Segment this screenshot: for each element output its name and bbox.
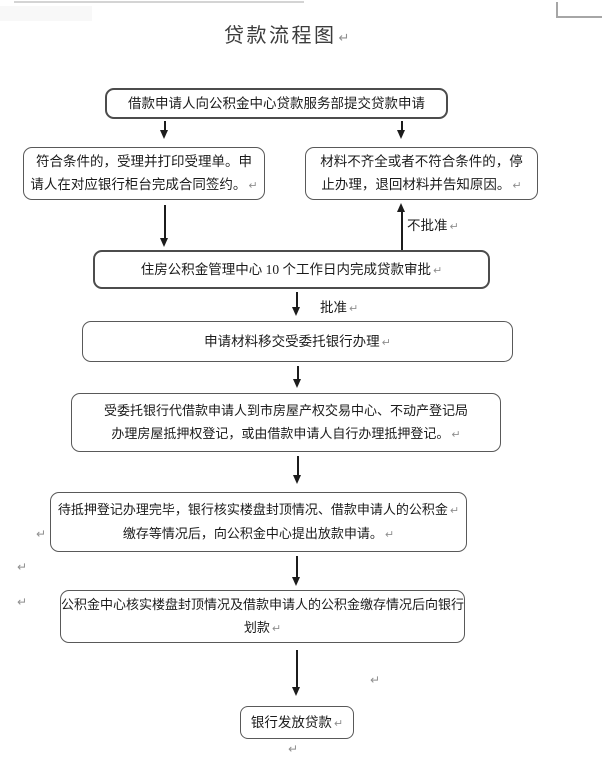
node-text-line: 符合条件的，受理并打印受理单。申 [36, 150, 252, 173]
node-text-line: 待抵押登记办理完毕，银行核实楼盘封顶情况、借款申请人的公积金↵ [58, 498, 459, 522]
edge-label-approved: 批准↵ [320, 296, 358, 316]
arrow-line [296, 556, 298, 579]
flow-node-rejected: 材料不齐全或者不符合条件的，停 止办理，退回材料并告知原因。↵ [305, 147, 538, 200]
node-text-line: 借款申请人向公积金中心贷款服务部提交贷款申请 [128, 92, 425, 115]
node-text: 银行发放贷款 [250, 714, 332, 730]
node-text-line: 申请材料移交受委托银行办理↵ [204, 330, 391, 354]
flow-node-center-verification: 公积金中心核实楼盘封顶情况及借款申请人的公积金缴存情况后向银行 划款↵ [60, 590, 465, 643]
arrow-head [292, 687, 300, 696]
node-text-line: 请人在对应银行柜台完成合同签约。↵ [30, 173, 257, 197]
paragraph-mark: ↵ [338, 31, 352, 46]
page-corner-crop-mark [556, 2, 558, 17]
node-text-line: 住房公积金管理中心 10 个工作日内完成贷款审批↵ [141, 258, 442, 282]
paragraph-mark: ↵ [449, 220, 459, 233]
node-text: 公积金中心核实楼盘封顶情况及借款申请人的公积金缴存情况后向银行 [61, 597, 465, 612]
arrow-head [397, 130, 405, 139]
arrow-line [297, 366, 299, 381]
node-text: 申请材料移交受委托银行办理 [204, 333, 380, 349]
node-text-line: 材料不齐全或者不符合条件的，停 [320, 150, 523, 173]
arrow-head [160, 130, 168, 139]
node-text-line: 划款↵ [244, 616, 281, 640]
edge-label-text: 不批准 [407, 218, 448, 233]
scan-smudge-artifact [0, 6, 92, 21]
arrow-line [401, 121, 403, 133]
arrow-head [397, 203, 405, 212]
node-text-line: 止办理，退回材料并告知原因。↵ [321, 173, 521, 197]
arrow-head [293, 379, 301, 388]
arrow-line [296, 292, 298, 309]
arrow-line [296, 650, 298, 689]
flow-node-accepted: 符合条件的，受理并打印受理单。申 请人在对应银行柜台完成合同签约。↵ [23, 147, 265, 200]
paragraph-mark: ↵ [370, 673, 381, 687]
arrow-line [401, 211, 403, 250]
edge-label-text: 批准 [320, 300, 347, 315]
flow-node-bank-verification: 待抵押登记办理完毕，银行核实楼盘封顶情况、借款申请人的公积金↵ 缴存等情况后，向… [50, 492, 467, 552]
paragraph-mark: ↵ [433, 263, 443, 277]
arrow-line [164, 121, 166, 133]
arrow-line [164, 205, 166, 240]
flow-node-submit-application: 借款申请人向公积金中心贷款服务部提交贷款申请 [105, 88, 448, 119]
node-text-line: 办理房屋抵押权登记，或由借款申请人自行办理抵押登记。↵ [111, 422, 460, 446]
arrow-head [292, 307, 300, 316]
node-text: 请人在对应银行柜台完成合同签约。 [30, 177, 247, 192]
arrow-head [292, 577, 300, 586]
page-corner-crop-mark [556, 16, 602, 18]
node-text: 符合条件的，受理并打印受理单。申 [36, 154, 252, 169]
paragraph-mark: ↵ [384, 528, 395, 541]
paragraph-mark: ↵ [17, 560, 28, 574]
edge-label-not-approved: 不批准↵ [407, 214, 459, 234]
node-text-line: 缴存等情况后，向公积金中心提出放款申请。↵ [123, 522, 394, 546]
flow-node-transfer-to-bank: 申请材料移交受委托银行办理↵ [82, 321, 513, 362]
paragraph-mark: ↵ [349, 302, 359, 315]
paragraph-mark: ↵ [288, 742, 299, 756]
node-text: 划款 [243, 620, 270, 635]
node-text-line: 银行发放贷款↵ [251, 711, 343, 735]
document-title: 贷款流程图↵ [224, 19, 352, 48]
paragraph-mark: ↵ [512, 179, 522, 192]
paragraph-mark: ↵ [271, 622, 282, 635]
paragraph-mark: ↵ [248, 179, 258, 192]
node-text-line: 受委托银行代借款申请人到市房屋产权交易中心、不动产登记局 [104, 399, 468, 422]
flow-node-loan-disbursement: 银行发放贷款↵ [240, 706, 354, 739]
paragraph-mark: ↵ [451, 428, 461, 441]
arrow-line [297, 456, 299, 477]
node-text: 缴存等情况后，向公积金中心提出放款申请。 [122, 526, 383, 541]
paragraph-mark: ↵ [17, 595, 28, 609]
node-text: 材料不齐全或者不符合条件的，停 [320, 154, 523, 169]
document-title-text: 贷款流程图 [224, 25, 337, 47]
node-text: 办理房屋抵押权登记，或由借款申请人自行办理抵押登记。 [111, 426, 450, 441]
paragraph-mark: ↵ [449, 504, 460, 517]
node-text: 止办理，退回材料并告知原因。 [321, 177, 511, 192]
node-text: 待抵押登记办理完毕，银行核实楼盘封顶情况、借款申请人的公积金 [57, 502, 448, 517]
flow-node-loan-review: 住房公积金管理中心 10 个工作日内完成贷款审批↵ [93, 250, 490, 289]
flow-node-mortgage-registration: 受委托银行代借款申请人到市房屋产权交易中心、不动产登记局 办理房屋抵押权登记，或… [71, 393, 501, 452]
scan-line-artifact [14, 1, 304, 3]
node-text-line: 公积金中心核实楼盘封顶情况及借款申请人的公积金缴存情况后向银行 [61, 593, 464, 616]
arrow-head [160, 238, 168, 247]
paragraph-mark: ↵ [333, 716, 344, 730]
node-text: 借款申请人向公积金中心贷款服务部提交贷款申请 [128, 96, 425, 111]
node-text: 住房公积金管理中心 10 个工作日内完成贷款审批 [140, 261, 432, 277]
paragraph-mark: ↵ [36, 527, 47, 541]
arrow-head [293, 475, 301, 484]
node-text: 受委托银行代借款申请人到市房屋产权交易中心、不动产登记局 [103, 403, 468, 418]
paragraph-mark: ↵ [381, 335, 391, 349]
